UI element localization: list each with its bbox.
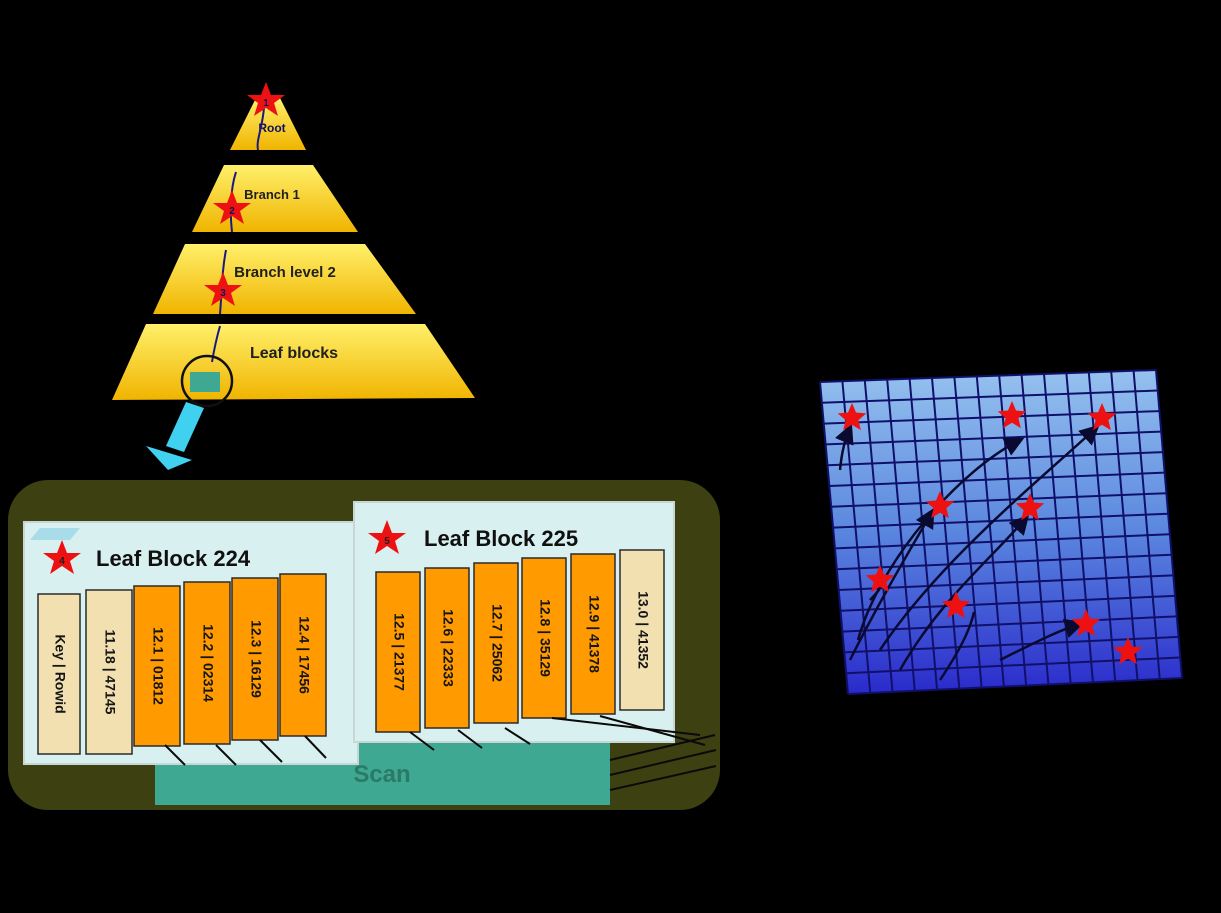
drilldown-arrow-icon xyxy=(146,402,204,470)
scan-label: Scan xyxy=(353,761,410,788)
star-icon xyxy=(1015,493,1045,521)
leaf-entry-text: 12.4 | 17456 xyxy=(296,616,312,694)
pyramid-label-branch-2: Branch level 2 xyxy=(234,264,336,281)
svg-text:2: 2 xyxy=(229,206,235,217)
grid-stars xyxy=(837,401,1143,665)
leaf-entry-224-0: Key | Rowid xyxy=(37,593,81,755)
star-icon xyxy=(837,403,867,431)
star-leaf-224: 4 xyxy=(43,540,81,574)
leaf-entry-224-1: 11.18 | 47145 xyxy=(85,589,133,755)
star-icon xyxy=(1071,609,1101,637)
leaf-entry-225-2: 12.7 | 25062 xyxy=(473,562,519,724)
leaf-entry-224-3: 12.2 | 02314 xyxy=(183,581,231,745)
leaf-entry-text: 12.3 | 16129 xyxy=(248,620,264,698)
btree-pyramid: Root Branch 1 Branch level 2 Leaf blocks… xyxy=(112,82,475,470)
star-icon xyxy=(941,591,971,619)
svg-text:3: 3 xyxy=(220,288,226,299)
svg-text:4: 4 xyxy=(59,556,65,567)
leaf-lookup-circle xyxy=(180,354,234,408)
leaf-entry-224-2: 12.1 | 01812 xyxy=(133,585,181,747)
scan-lines xyxy=(164,715,717,791)
leaf-block-225-title: Leaf Block 225 xyxy=(424,526,578,551)
pyramid-level-leaf xyxy=(112,324,475,400)
leaf-block-224-title: Leaf Block 224 xyxy=(96,546,251,571)
star-icon xyxy=(925,491,955,519)
leaf-entry-225-1: 12.6 | 22333 xyxy=(424,567,470,729)
leaf-entry-225-3: 12.8 | 35129 xyxy=(521,557,567,719)
pyramid-label-branch-1: Branch 1 xyxy=(244,187,300,202)
leaf-entry-text: 11.18 | 47145 xyxy=(102,630,118,715)
leaf-entry-225-4: 12.9 | 41378 xyxy=(570,553,616,715)
grid-surface xyxy=(820,370,1182,694)
leaf-entry-224-4: 12.3 | 16129 xyxy=(231,577,279,741)
svg-text:5: 5 xyxy=(384,536,390,547)
leaf-entry-text: 12.6 | 22333 xyxy=(440,609,456,687)
leaf-entry-text: 12.9 | 41378 xyxy=(586,595,602,673)
leaf-entry-text: 12.1 | 01812 xyxy=(150,627,166,705)
star-icon xyxy=(1113,637,1143,665)
leaf-target-block xyxy=(190,372,220,392)
star-icon xyxy=(997,401,1027,429)
leaf-entry-text: 12.8 | 35129 xyxy=(537,599,553,677)
pyramid-label-root: Root xyxy=(258,121,285,135)
leaf-entry-text: 12.2 | 02314 xyxy=(200,624,216,702)
table-blocks-grid xyxy=(819,369,1183,695)
leaf-entry-225-5: 13.0 | 41352 xyxy=(619,549,665,711)
star-branch-1: 2 xyxy=(213,190,251,224)
leaf-entry-224-5: 12.4 | 17456 xyxy=(279,573,327,737)
leaf-blocks-panel: Scan 4 Leaf Block 224 5 Leaf Block 225 K… xyxy=(8,480,720,810)
star-icon xyxy=(1087,403,1117,431)
pyramid-label-leaf: Leaf blocks xyxy=(250,345,338,362)
star-icon xyxy=(865,565,895,593)
star-leaf-225: 5 xyxy=(368,520,406,554)
svg-text:1: 1 xyxy=(263,98,269,109)
star-root: 1 xyxy=(247,82,285,116)
leaf-entry-text: 12.7 | 25062 xyxy=(489,604,505,682)
leaf-entry-text: Key | Rowid xyxy=(52,634,68,713)
rowid-access-arrows xyxy=(835,423,1100,681)
leaf-entry-225-0: 12.5 | 21377 xyxy=(375,571,421,733)
star-branch-2: 3 xyxy=(204,272,242,306)
pyramid-level-root xyxy=(230,98,306,150)
leaf-entry-text: 12.5 | 21377 xyxy=(391,613,407,691)
leaf-entry-columns: Key | Rowid 11.18 | 47145 12.1 | 01812 12.2… xyxy=(37,549,665,755)
leaf-entry-text: 13.0 | 41352 xyxy=(635,591,651,669)
